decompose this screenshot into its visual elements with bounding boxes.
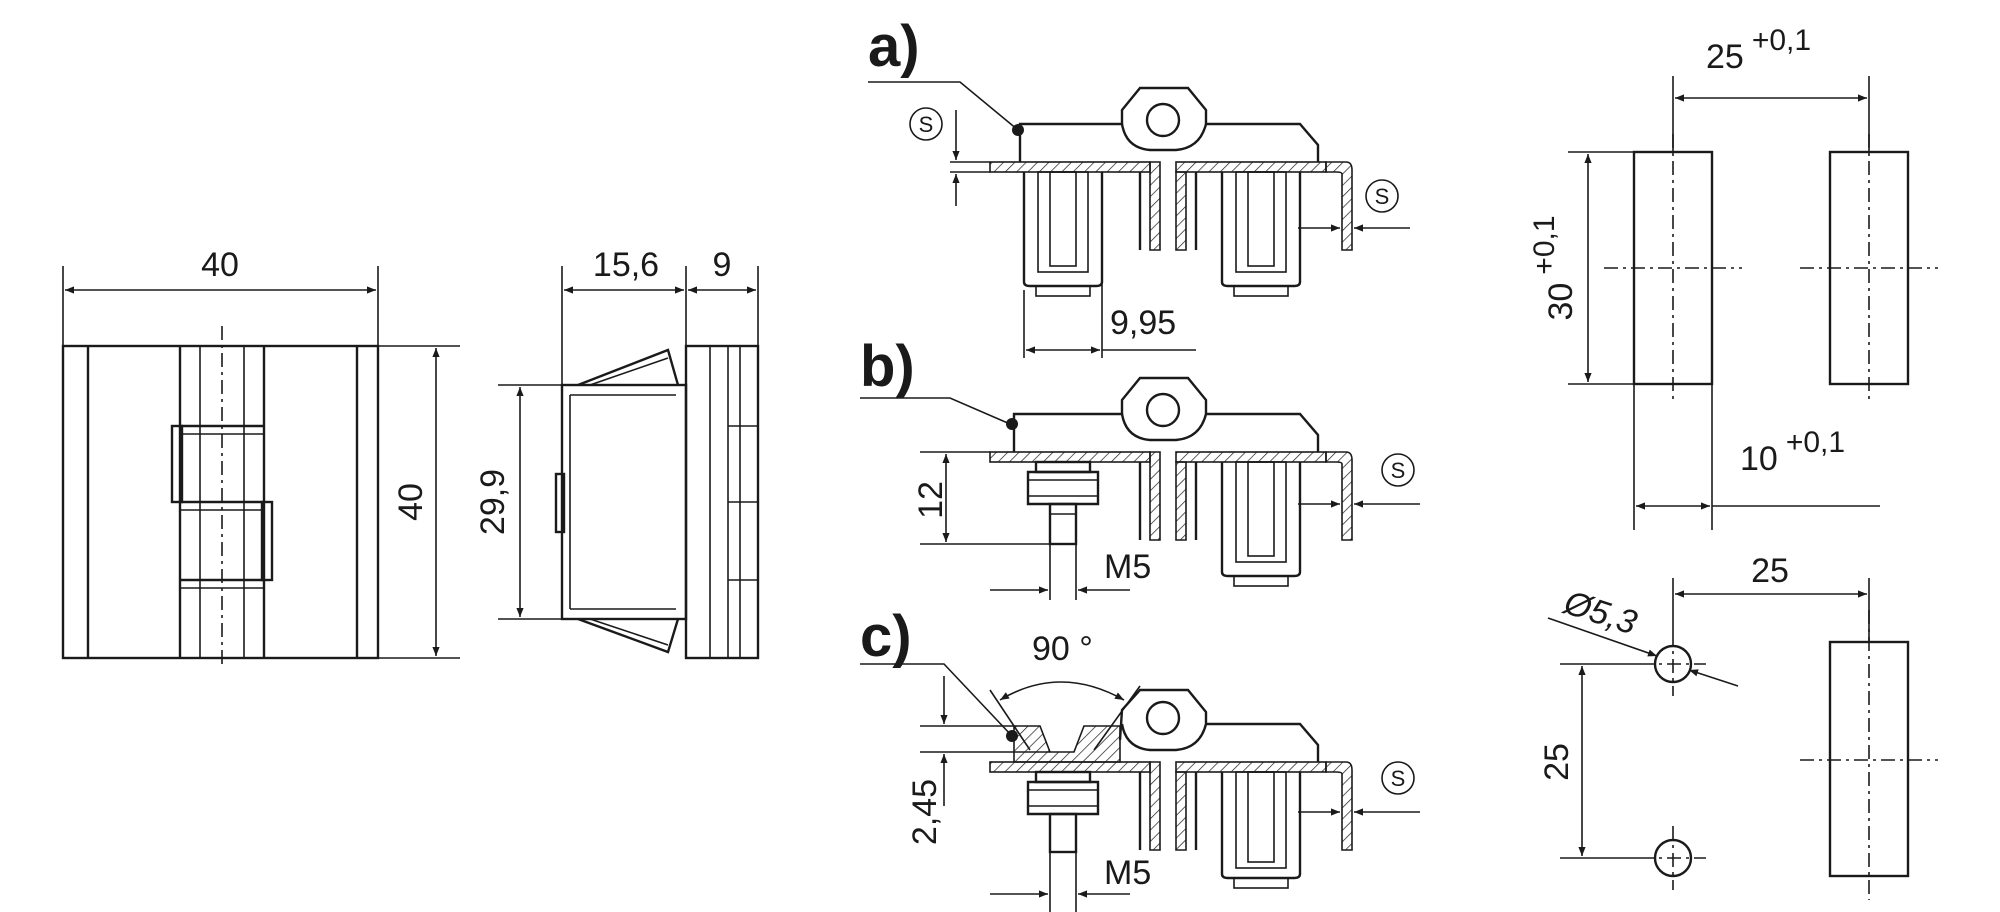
height-12-label: 12 xyxy=(912,481,950,519)
s-symbol-text: S xyxy=(919,112,934,137)
s-symbol-icon xyxy=(1381,453,1415,487)
hinge-front-view: 40 40 xyxy=(61,246,460,664)
variant-c: c) 90 ° S xyxy=(860,604,1420,912)
s-symbol-icon xyxy=(1381,761,1415,795)
weld-point-dot xyxy=(1012,124,1024,136)
diameter-label: Ø5,3 xyxy=(1559,583,1642,642)
s-symbol-text: S xyxy=(1391,458,1406,483)
offset-dim-label: 9,95 xyxy=(1110,304,1176,342)
hole-v-spacing-label: 25 xyxy=(1538,743,1576,781)
side-height-label: 29,9 xyxy=(474,469,512,535)
variant-c-label: c) xyxy=(860,604,912,669)
variant-b: b) S 12 xyxy=(860,334,1420,600)
angle-label: 90 ° xyxy=(1032,630,1093,668)
cutout-pattern: 25+0,1 30+0,1 10+0,1 xyxy=(1528,24,1938,530)
variant-b-label: b) xyxy=(860,334,915,399)
weld-point-dot xyxy=(1006,418,1018,430)
thread-m5-label-c: M5 xyxy=(1104,854,1151,892)
hole-pattern: Ø5,3 25 25 xyxy=(1538,552,1938,900)
spacing-label: 25+0,1 xyxy=(1706,24,1811,76)
thread-m5-label: M5 xyxy=(1104,548,1151,586)
s-symbol-icon xyxy=(1365,179,1399,213)
variant-a: a) S S xyxy=(868,14,1410,358)
side-leaf-label: 9 xyxy=(713,246,732,284)
side-depth-label: 15,6 xyxy=(593,246,659,284)
front-height-label: 40 xyxy=(392,483,430,521)
s-symbol-icon xyxy=(909,107,943,141)
front-width-label: 40 xyxy=(201,246,239,284)
height-tolerance-label: 30+0,1 xyxy=(1528,215,1580,320)
s-symbol-text: S xyxy=(1375,184,1390,209)
width-tolerance-label: 10+0,1 xyxy=(1740,426,1845,478)
depth-245-label: 2,45 xyxy=(906,779,944,845)
hinge-side-view: 15,6 9 29,9 xyxy=(474,246,760,660)
s-symbol-text: S xyxy=(1391,766,1406,791)
hole-h-spacing-label: 25 xyxy=(1751,552,1789,590)
svg-text:30+0,1: 30+0,1 xyxy=(1528,215,1580,320)
variant-a-label: a) xyxy=(868,14,920,79)
